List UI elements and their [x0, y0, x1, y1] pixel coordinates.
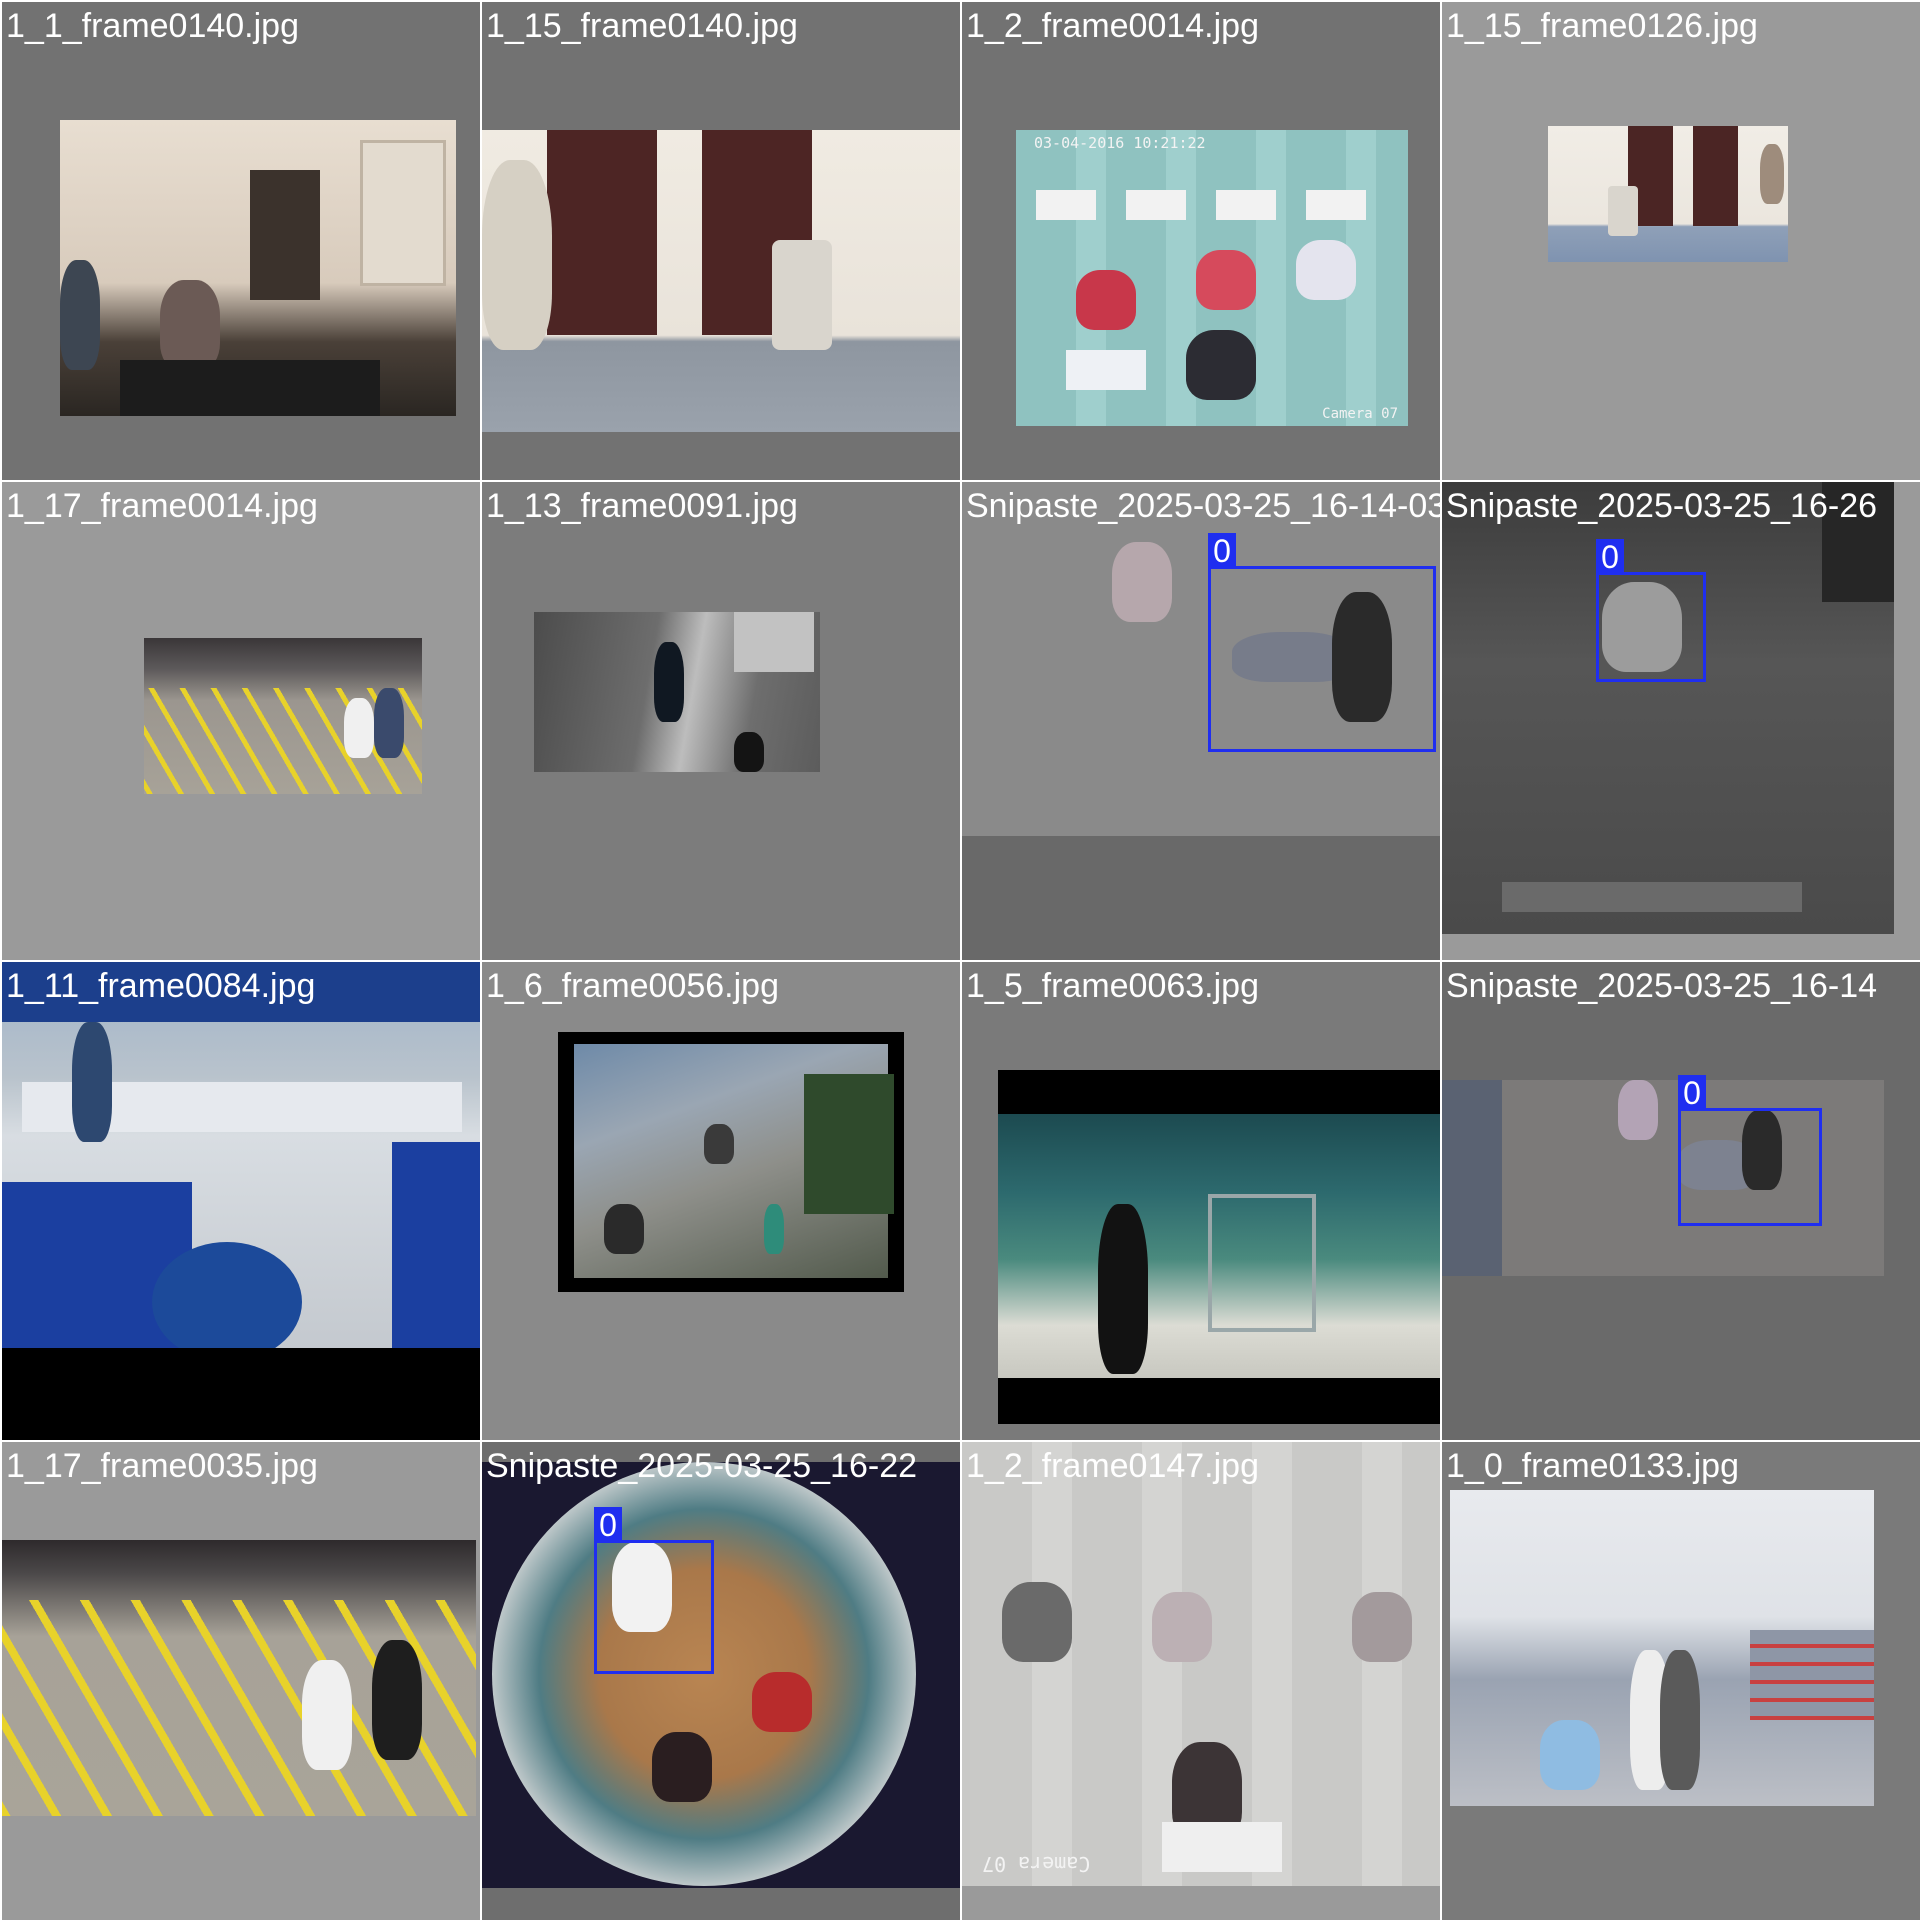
tile-filename: 1_2_frame0147.jpg — [966, 1447, 1260, 1485]
tile-filename: 1_17_frame0035.jpg — [6, 1447, 318, 1485]
mosaic-tile: 0 Snipaste_2025-03-25_16-26 — [1442, 482, 1920, 960]
detection-class-label: 0 — [594, 1507, 622, 1543]
office-cubicles-frame — [1450, 1490, 1874, 1806]
tile-filename: 1_13_frame0091.jpg — [486, 487, 798, 525]
tile-filename: 1_17_frame0014.jpg — [6, 487, 318, 525]
tile-filename: Snipaste_2025-03-25_16-14-03.png — [966, 487, 1440, 525]
hallway-doors-frame — [482, 130, 960, 432]
fisheye-frame — [482, 1462, 960, 1888]
mosaic-tile: 1_17_frame0014.jpg — [2, 482, 480, 960]
tile-filename: 1_11_frame0084.jpg — [6, 967, 316, 1005]
camera-timestamp: 03-04-2016 10:21:22 — [1034, 134, 1206, 152]
mosaic-tile: Camera 07 1_2_frame0147.jpg — [962, 1442, 1440, 1920]
corridor-frame — [534, 612, 820, 772]
tile-filename: 1_2_frame0014.jpg — [966, 7, 1260, 45]
mosaic-tile: 1_1_frame0140.jpg — [2, 2, 480, 480]
classroom-frame-2: Camera 07 — [962, 1442, 1440, 1886]
tile-filename: 1_0_frame0133.jpg — [1446, 1447, 1740, 1485]
street-frame — [558, 1032, 904, 1292]
mosaic-tile: 1_17_frame0035.jpg — [2, 1442, 480, 1920]
small-hallway-frame — [1548, 126, 1788, 262]
camera-label: Camera 07 — [1322, 406, 1398, 422]
detection-class-label: 0 — [1596, 539, 1624, 575]
detection-box: 0 — [1596, 539, 1706, 682]
mosaic-tile: 0 Snipaste_2025-03-25_16-14 — [1442, 962, 1920, 1440]
entrance-frame — [998, 1070, 1440, 1424]
camera-label: Camera 07 — [982, 1852, 1091, 1876]
detection-class-label: 0 — [1678, 1075, 1706, 1111]
tile-filename: 1_15_frame0126.jpg — [1446, 7, 1758, 45]
detection-class-label: 0 — [1208, 533, 1236, 569]
mosaic-tile: 1_11_frame0084.jpg — [2, 962, 480, 1440]
mosaic-tile: 1_0_frame0133.jpg — [1442, 1442, 1920, 1920]
mosaic-tile: 1_15_frame0140.jpg — [482, 2, 960, 480]
mosaic-tile: 0 Snipaste_2025-03-25_16-14-03.png — [962, 482, 1440, 960]
detection-box: 0 — [594, 1507, 714, 1674]
cctv-office-frame — [60, 120, 456, 416]
detection-box: 0 — [1678, 1075, 1822, 1226]
tile-filename: Snipaste_2025-03-25_16-14 — [1446, 967, 1878, 1005]
tile-filename: 1_6_frame0056.jpg — [486, 967, 780, 1005]
mosaic-tile: 1_6_frame0056.jpg — [482, 962, 960, 1440]
parking-lot-frame — [144, 638, 422, 794]
night-floor-frame — [1442, 482, 1894, 934]
store-frame — [2, 962, 480, 1348]
tile-filename: Snipaste_2025-03-25_16-26 — [1446, 487, 1878, 525]
tile-filename: Snipaste_2025-03-25_16-22 — [486, 1447, 918, 1485]
fight-floor-frame — [962, 482, 1440, 836]
mosaic-tile: 0 Snipaste_2025-03-25_16-22 — [482, 1442, 960, 1920]
mosaic-tile: 1_13_frame0091.jpg — [482, 482, 960, 960]
parking-lot-frame-2 — [2, 1540, 476, 1816]
tile-filename: 1_1_frame0140.jpg — [6, 7, 300, 45]
mosaic-tile: 1_15_frame0126.jpg — [1442, 2, 1920, 480]
classroom-frame: 03-04-2016 10:21:22 Camera 07 — [1016, 130, 1408, 426]
detection-box: 0 — [1208, 533, 1436, 752]
tile-filename: 1_15_frame0140.jpg — [486, 7, 798, 45]
mosaic-tile: 03-04-2016 10:21:22 Camera 07 1_2_frame0… — [962, 2, 1440, 480]
tile-filename: 1_5_frame0063.jpg — [966, 967, 1260, 1005]
mosaic-tile: 1_5_frame0063.jpg — [962, 962, 1440, 1440]
fight-floor-frame-2 — [1442, 1080, 1884, 1276]
